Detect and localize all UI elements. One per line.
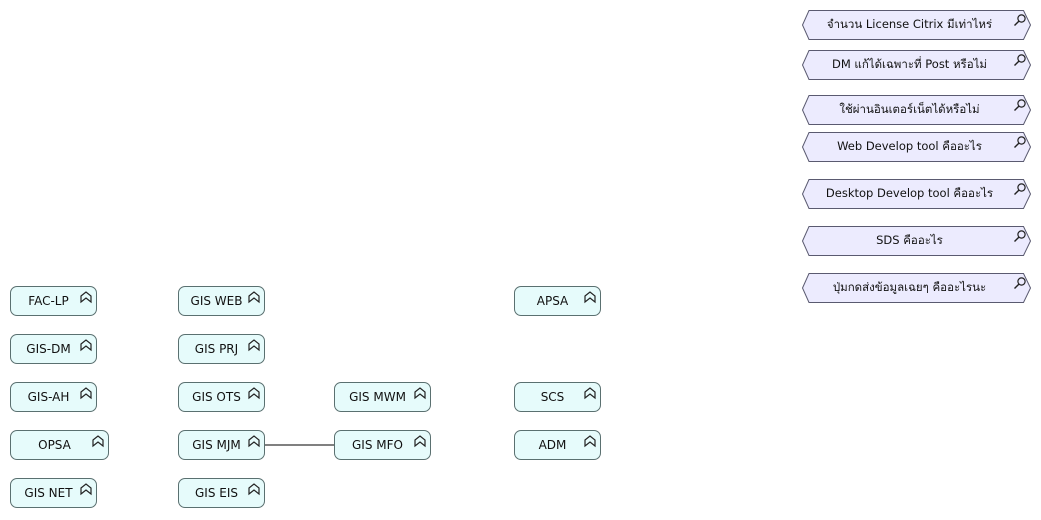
chevron-up-cap-icon xyxy=(80,339,92,352)
element-scs[interactable]: SCS xyxy=(514,382,601,412)
magnifier-icon xyxy=(1014,14,1026,26)
element-gis-net[interactable]: GIS NET xyxy=(10,478,97,508)
element-label: ADM xyxy=(538,438,567,452)
question-label: ใช้ผ่านอินเตอร์เน็ตได้หรือไม่ xyxy=(839,102,980,116)
question-shape xyxy=(802,273,1031,303)
element-gis-ots[interactable]: GIS OTS xyxy=(178,382,265,412)
chevron-up-cap-icon xyxy=(92,435,104,448)
element-label: GIS-DM xyxy=(26,342,71,356)
question-box[interactable]: Web Develop tool คืออะไร xyxy=(802,132,1031,162)
question-box[interactable]: DM แก้ได้เฉพาะที่ Post หรือไม่ xyxy=(802,50,1031,80)
chevron-up-cap-icon xyxy=(80,387,92,400)
magnifier-icon xyxy=(1014,183,1026,195)
chevron-up-cap-icon xyxy=(248,339,260,352)
chevron-up-cap-icon xyxy=(80,291,92,304)
question-shape xyxy=(802,50,1031,80)
chevron-up-cap-icon xyxy=(248,435,260,448)
element-label: GIS NET xyxy=(24,486,73,500)
question-label: ปุ่มกดส่งข้อมูลเฉยๆ คืออะไรนะ xyxy=(832,280,987,294)
chevron-up-cap-icon xyxy=(584,435,596,448)
element-fac-lp[interactable]: FAC-LP xyxy=(10,286,97,316)
question-box[interactable]: ปุ่มกดส่งข้อมูลเฉยๆ คืออะไรนะ xyxy=(802,273,1031,303)
element-label: APSA xyxy=(536,294,569,308)
question-label: Web Develop tool คืออะไร xyxy=(837,139,982,153)
element-gis-mjm[interactable]: GIS MJM xyxy=(178,430,265,460)
element-label: GIS MJM xyxy=(192,438,241,452)
element-label: SCS xyxy=(540,390,565,404)
chevron-up-cap-icon xyxy=(584,291,596,304)
chevron-up-cap-icon xyxy=(414,387,426,400)
question-box[interactable]: SDS คืออะไร xyxy=(802,226,1031,256)
element-label: GIS OTS xyxy=(192,390,241,404)
element-gis-mfo[interactable]: GIS MFO xyxy=(334,430,431,460)
element-label: FAC-LP xyxy=(28,294,69,308)
element-gis-mwm[interactable]: GIS MWM xyxy=(334,382,431,412)
question-shape xyxy=(802,179,1031,209)
chevron-up-cap-icon xyxy=(80,483,92,496)
magnifier-icon xyxy=(1014,99,1026,111)
question-label: Desktop Develop tool คืออะไร xyxy=(825,186,994,200)
element-gis-dm[interactable]: GIS-DM xyxy=(10,334,97,364)
chevron-up-cap-icon xyxy=(414,435,426,448)
question-box[interactable]: Desktop Develop tool คืออะไร xyxy=(802,179,1031,209)
question-shape xyxy=(802,132,1031,162)
chevron-up-cap-icon xyxy=(584,387,596,400)
chevron-up-cap-icon xyxy=(248,387,260,400)
element-label: OPSA xyxy=(38,438,71,452)
question-shape xyxy=(802,95,1031,125)
magnifier-icon xyxy=(1014,136,1026,148)
element-label: GIS MFO xyxy=(352,438,403,452)
element-label: GIS PRJ xyxy=(194,342,239,356)
question-label: จำนวน License Citrix มีเท่าไหร่ xyxy=(826,17,993,31)
question-box[interactable]: ใช้ผ่านอินเตอร์เน็ตได้หรือไม่ xyxy=(802,95,1031,125)
chevron-up-cap-icon xyxy=(248,483,260,496)
element-gis-prj[interactable]: GIS PRJ xyxy=(178,334,265,364)
element-gis-web[interactable]: GIS WEB xyxy=(178,286,265,316)
question-label: SDS คืออะไร xyxy=(876,233,943,247)
chevron-up-cap-icon xyxy=(248,291,260,304)
question-shape xyxy=(802,10,1031,40)
question-label: DM แก้ได้เฉพาะที่ Post หรือไม่ xyxy=(831,57,988,71)
element-gis-eis[interactable]: GIS EIS xyxy=(178,478,265,508)
element-gis-ah[interactable]: GIS-AH xyxy=(10,382,97,412)
magnifier-icon xyxy=(1014,230,1026,242)
element-adm[interactable]: ADM xyxy=(514,430,601,460)
element-label: GIS EIS xyxy=(194,486,238,500)
magnifier-icon xyxy=(1014,54,1026,66)
element-label: GIS MWM xyxy=(349,390,406,404)
element-label: GIS-AH xyxy=(27,390,70,404)
element-opsa[interactable]: OPSA xyxy=(10,430,109,460)
element-apsa[interactable]: APSA xyxy=(514,286,601,316)
magnifier-icon xyxy=(1014,277,1026,289)
question-shape xyxy=(802,226,1031,256)
element-label: GIS WEB xyxy=(190,294,243,308)
question-box[interactable]: จำนวน License Citrix มีเท่าไหร่ xyxy=(802,10,1031,40)
